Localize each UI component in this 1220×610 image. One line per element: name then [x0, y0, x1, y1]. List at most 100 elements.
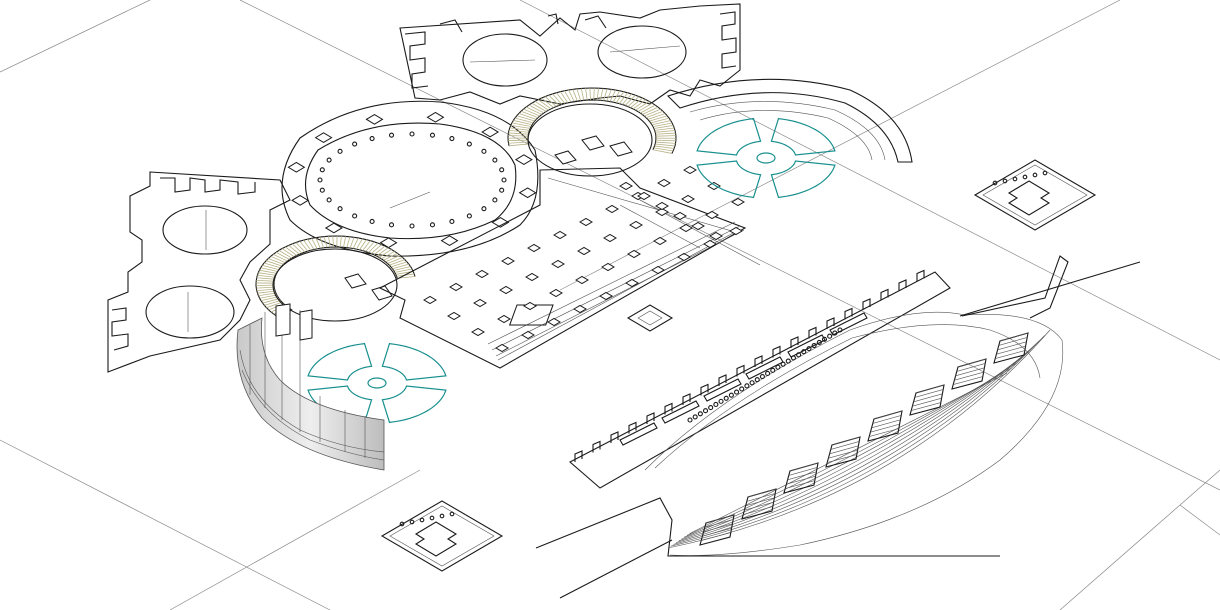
- stair-tread: [259, 269, 277, 274]
- corridor-pier: [601, 262, 615, 272]
- stair-tread: [635, 101, 650, 111]
- pavilion-column: [429, 515, 435, 521]
- stair-tread: [359, 239, 367, 251]
- stair-tread: [259, 294, 277, 299]
- pavilion-column: [449, 511, 455, 517]
- stair-tread: [537, 99, 552, 110]
- cavea-column: [687, 417, 693, 423]
- stair-tread: [514, 117, 534, 124]
- left-rotunda-wing: [107, 171, 291, 373]
- stair-tread: [288, 244, 300, 255]
- stair-tread: [637, 102, 653, 112]
- rotunda-column: [326, 197, 332, 203]
- pavilion-column: [1042, 170, 1048, 176]
- corridor-pier: [523, 301, 537, 311]
- stair-tread: [580, 88, 585, 101]
- corridor-pier: [527, 243, 541, 253]
- rotunda-column: [499, 167, 505, 173]
- corridor-pier: [619, 181, 633, 191]
- cavea-column: [827, 333, 833, 339]
- stair-tread: [644, 108, 661, 117]
- stair-tread: [392, 263, 409, 270]
- corridor-pier: [705, 210, 719, 220]
- cavea-step: [785, 480, 815, 489]
- rotunda-column: [466, 141, 472, 147]
- cavea-column: [728, 392, 734, 398]
- stair-tread: [654, 127, 675, 131]
- rotunda-column: [409, 131, 415, 137]
- scene-wall-notch: [790, 336, 799, 348]
- stair-tread: [257, 290, 276, 294]
- corridor-pier: [501, 256, 515, 266]
- scene-wall-chamber: [787, 334, 826, 358]
- cavea-step: [786, 475, 816, 485]
- stair-tread: [260, 296, 278, 302]
- stair-tread: [654, 145, 675, 149]
- stair-tread: [328, 236, 331, 248]
- stair-tread: [508, 135, 529, 137]
- scene-wall-chamber: [703, 378, 742, 402]
- cavea-step: [828, 449, 858, 459]
- stair-tread: [593, 88, 595, 101]
- stair-tread: [606, 89, 612, 102]
- rotunda-niche: [426, 111, 445, 123]
- stair-tread: [356, 238, 363, 250]
- cavea-column: [697, 411, 703, 417]
- cavea-wedge: [993, 332, 1029, 364]
- pavilion-base: [973, 159, 1097, 231]
- rotunda-niche: [379, 237, 398, 249]
- rotunda-column: [429, 222, 436, 228]
- corridor-pier: [521, 330, 535, 340]
- stair-tread: [266, 301, 283, 309]
- corridor-pier: [679, 223, 693, 233]
- cavea-step: [705, 514, 735, 524]
- scene-wall-notch: [664, 402, 673, 415]
- cavea-column: [692, 414, 698, 420]
- stair-tread: [278, 250, 292, 259]
- stair-tread: [256, 286, 275, 289]
- stair-tread: [260, 267, 278, 272]
- corridor-pier: [673, 211, 687, 221]
- corridor-pier: [475, 269, 489, 279]
- rotunda-niche: [365, 113, 384, 125]
- cavea-step: [701, 532, 731, 541]
- stair-tread: [256, 288, 275, 292]
- stair-tread: [303, 239, 312, 251]
- corridor-pier: [681, 194, 695, 204]
- pavilion-column: [419, 517, 425, 523]
- stair-tread: [655, 139, 676, 142]
- stair-tread: [257, 274, 276, 278]
- stair-tread: [556, 92, 566, 104]
- cavea-step: [703, 523, 733, 533]
- corridor-pier: [497, 314, 511, 324]
- stair-tread: [655, 143, 675, 147]
- pavilion-column: [399, 521, 405, 527]
- corridor-pier: [547, 317, 561, 327]
- rotunda-column: [369, 218, 375, 224]
- stair-tread: [621, 93, 632, 105]
- rotunda-column: [492, 157, 498, 163]
- stair-tread: [281, 248, 295, 258]
- corridor-pier: [707, 181, 721, 191]
- rotunda-column: [429, 132, 436, 138]
- cavea-column: [734, 389, 740, 395]
- cavea-step: [953, 376, 983, 385]
- stair-tread: [572, 89, 578, 102]
- stair-tread: [518, 113, 537, 120]
- stair-tread: [564, 90, 572, 103]
- stair-tread: [615, 91, 625, 104]
- stair-tread: [541, 97, 554, 108]
- cavea-step: [788, 467, 818, 476]
- corridor-pier: [473, 298, 487, 308]
- rotunda-column: [499, 187, 505, 193]
- corridor-pier: [447, 311, 461, 321]
- scene-wall-notch: [916, 269, 925, 282]
- upper-right-exedra: [666, 78, 913, 163]
- corridor-pier: [703, 239, 717, 249]
- corridor-pier: [549, 288, 563, 298]
- stair-tread: [568, 89, 575, 102]
- stair-tread: [642, 106, 659, 115]
- stair-tread: [264, 300, 281, 306]
- rotunda-column: [492, 197, 498, 203]
